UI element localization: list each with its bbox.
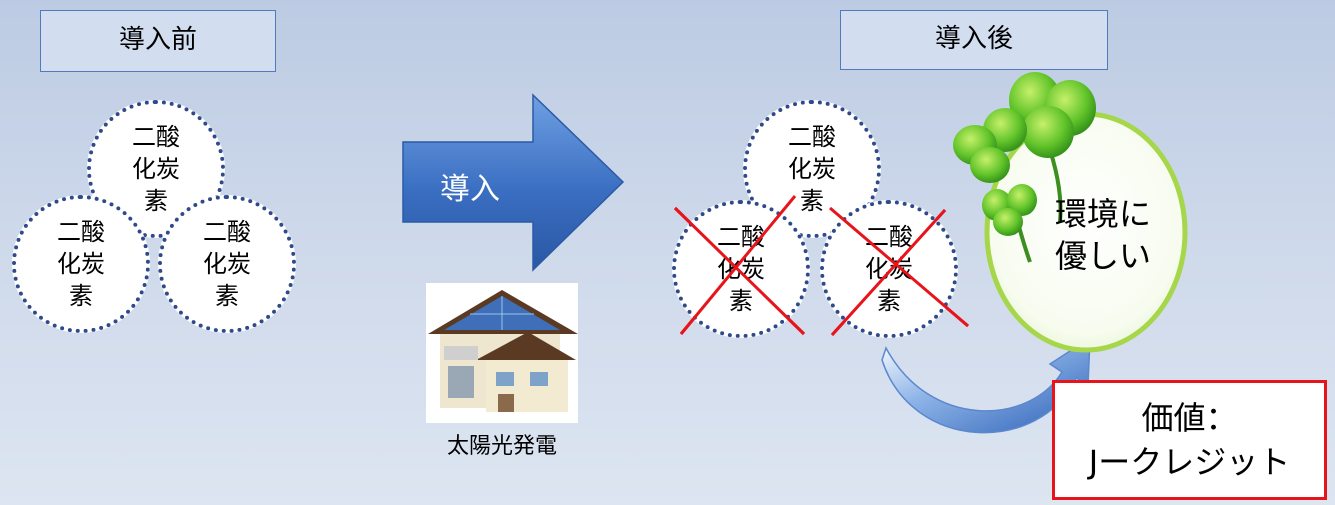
after-label-box: 導入後 — [840, 10, 1108, 70]
co2-label: 二酸化炭素 — [717, 223, 765, 315]
co2-circle-before-left: 二酸化炭素 — [12, 195, 150, 333]
co2-label: 二酸化炭素 — [865, 223, 913, 315]
eco-text-line1: 環境に — [1055, 195, 1152, 233]
co2-label: 二酸化炭素 — [132, 123, 180, 215]
solar-house-icon — [426, 283, 578, 423]
before-label-box: 導入前 — [40, 10, 276, 72]
eco-text: 環境に 優しい — [1055, 193, 1151, 277]
clover-icon — [953, 72, 1096, 263]
co2-label: 二酸化炭素 — [57, 218, 105, 310]
co2-label: 二酸化炭素 — [203, 218, 251, 310]
value-line1: 価値： — [1141, 399, 1238, 437]
value-box: 価値： Jークレジット — [1052, 380, 1327, 500]
co2-circle-before-right: 二酸化炭素 — [158, 195, 296, 333]
after-label: 導入後 — [934, 24, 1013, 54]
solar-caption: 太陽光発電 — [446, 434, 557, 459]
co2-circle-after-left: 二酸化炭素 — [672, 200, 810, 338]
co2-circle-after-right: 二酸化炭素 — [820, 200, 958, 338]
eco-text-line2: 優しい — [1055, 237, 1152, 275]
introduce-arrow-label: 導入 — [440, 172, 500, 207]
before-label: 導入前 — [118, 25, 197, 55]
co2-label: 二酸化炭素 — [788, 123, 836, 215]
introduce-arrow — [402, 93, 625, 272]
value-line2: Jークレジット — [1088, 443, 1291, 481]
